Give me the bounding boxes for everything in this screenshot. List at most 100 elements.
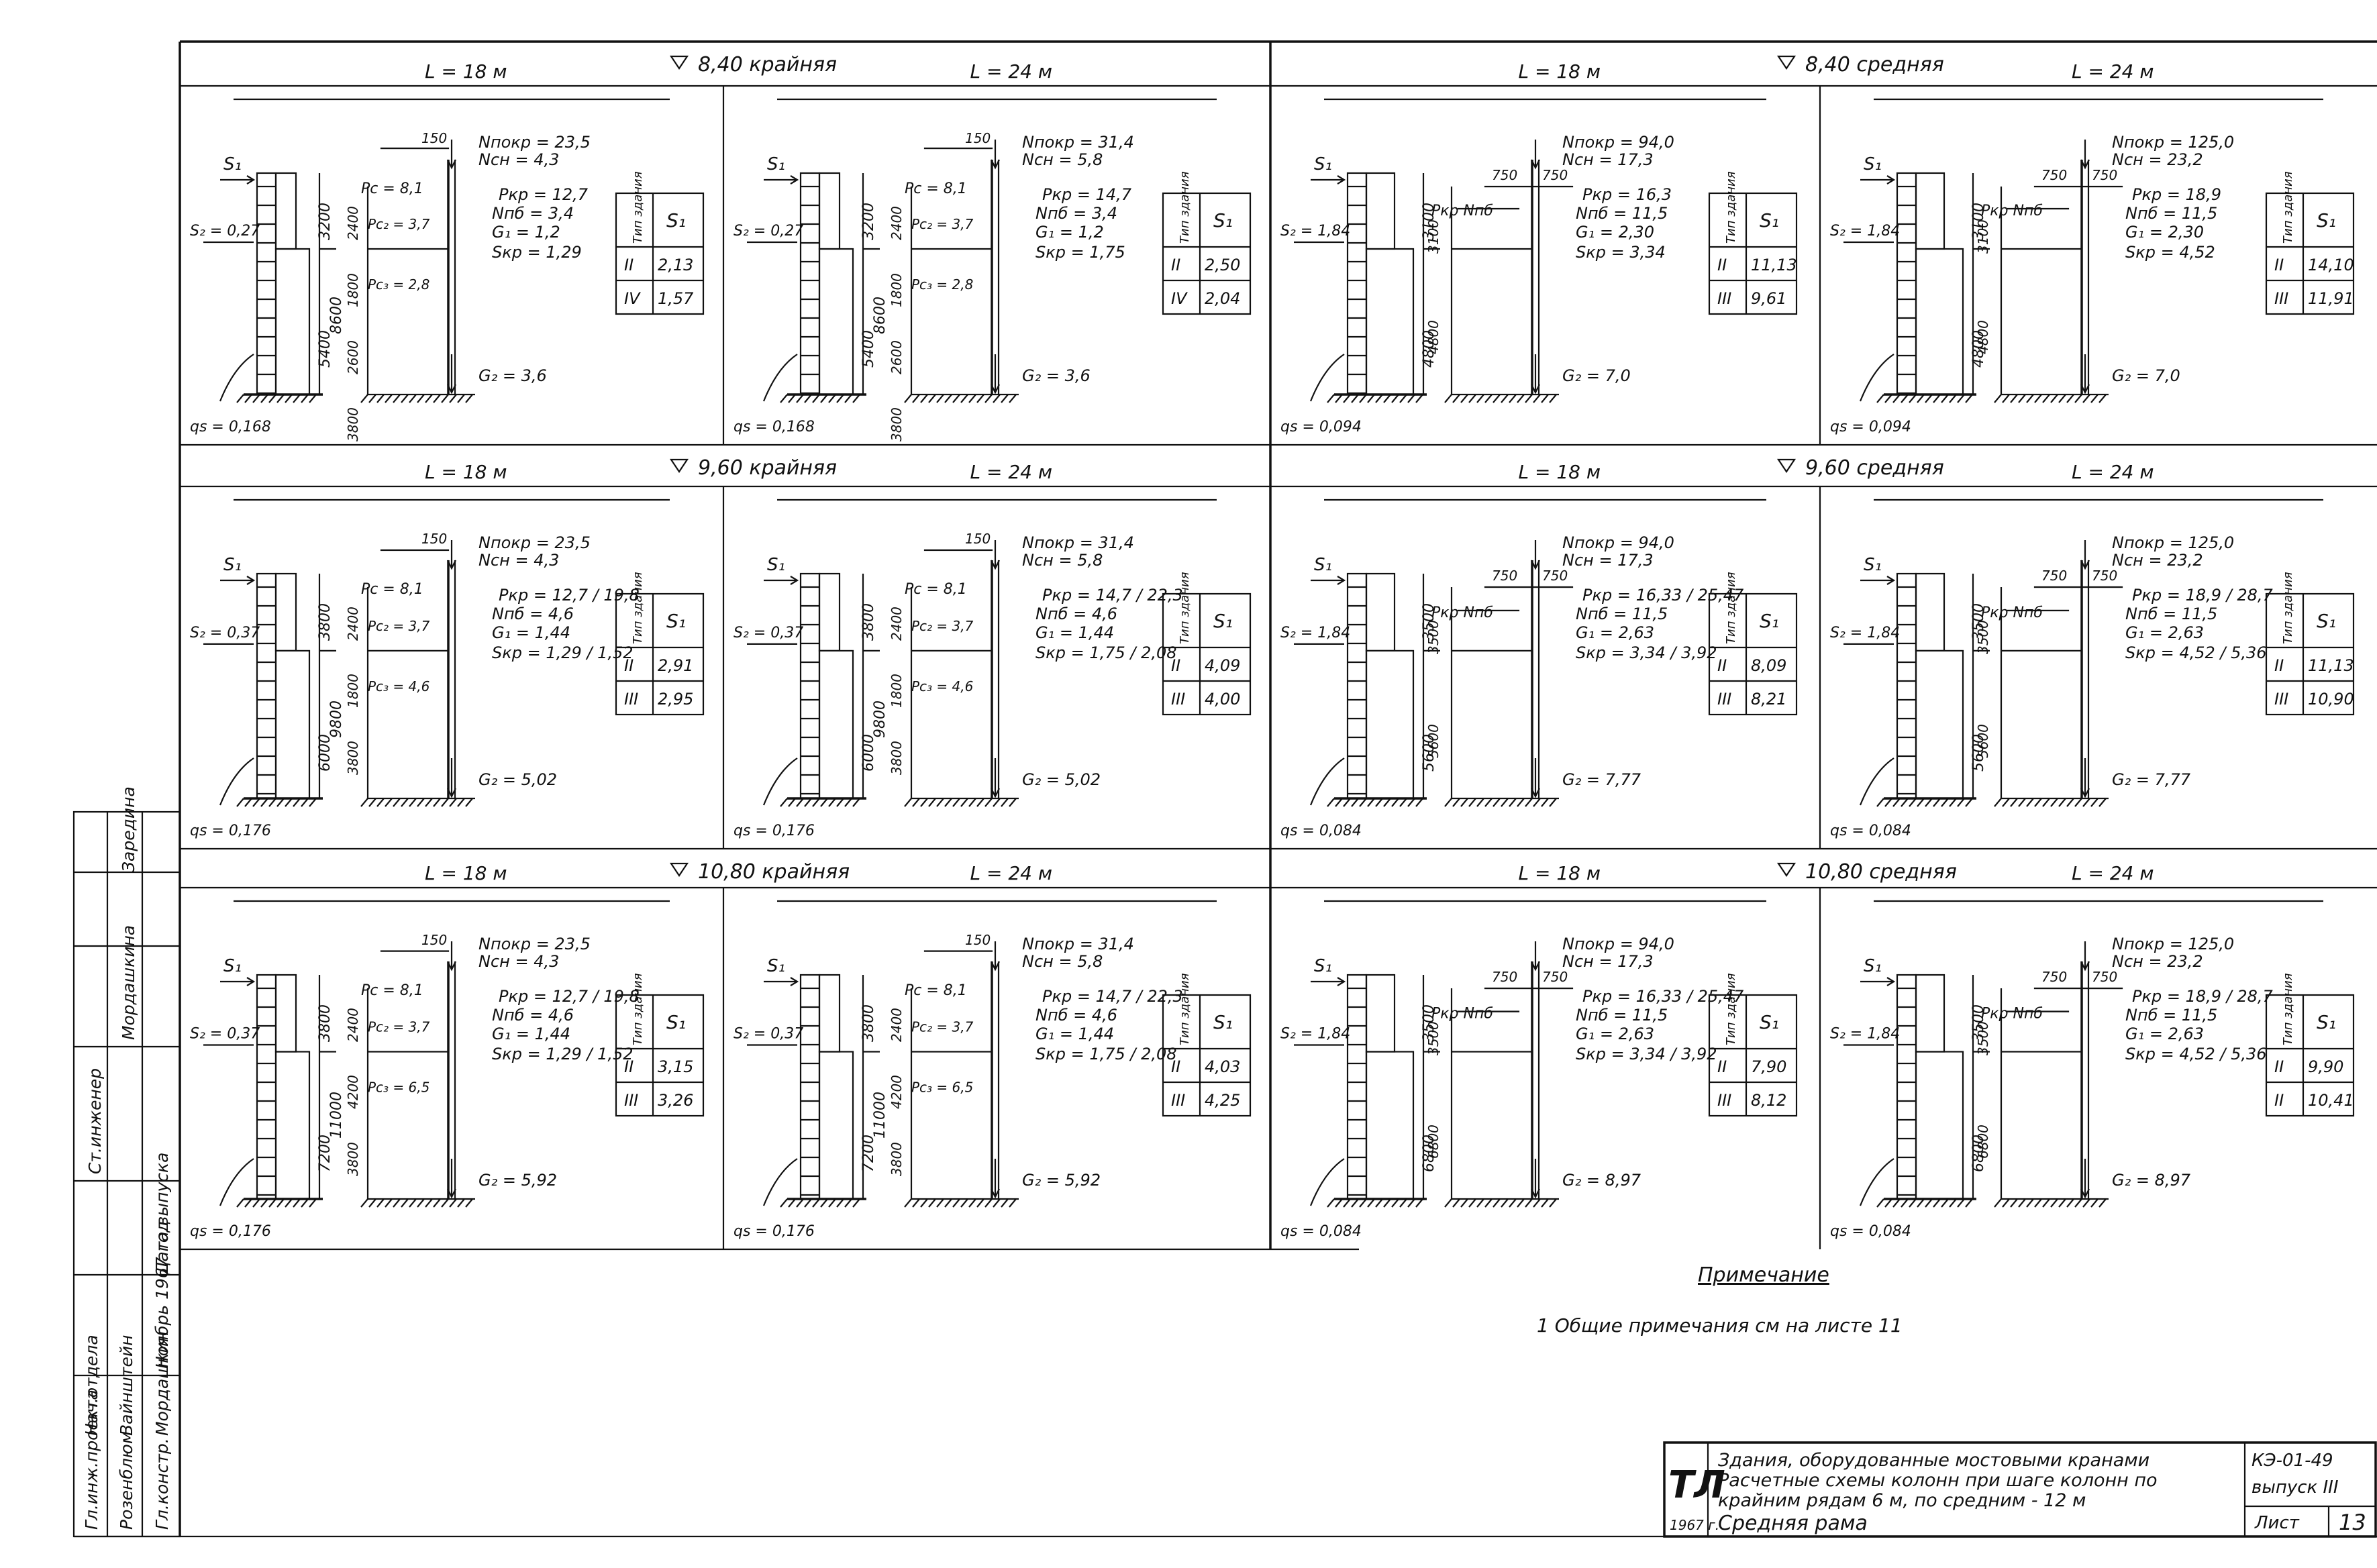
s1-label: S₁ (1864, 956, 1882, 976)
offset-b: 750 (2092, 167, 2117, 183)
height-total: 11000 (872, 1092, 889, 1139)
table-cell-s1: 9,61 (1751, 289, 1786, 308)
load-arrow-icon (447, 159, 456, 170)
n-snow: Nсн = 4,3 (478, 952, 559, 971)
column-upper (1915, 172, 1945, 250)
pc3-load: Pc₃ = 2,8 (911, 276, 973, 293)
s-crane: Sкр = 1,75 (1035, 243, 1125, 262)
stamp-title-4: Средняя рама (1718, 1512, 1868, 1535)
table-header-type: Тип здания (2281, 572, 2295, 644)
n-roof: Nпокр = 23,5 (478, 533, 591, 552)
table-cell-type: II (2274, 256, 2284, 274)
s1-table (1162, 994, 1252, 1117)
g1-weight: G₁ = 2,30 (2125, 223, 2204, 242)
table-cell-type: IV (1171, 289, 1188, 308)
table-header-s1: S₁ (666, 209, 686, 231)
eccentricity: 150 (421, 531, 447, 547)
g1-weight: G₁ = 1,44 (1035, 623, 1114, 642)
pc2-load: Pc₂ = 3,7 (911, 216, 974, 232)
offset-b: 750 (1542, 568, 1568, 584)
s1-label: S₁ (767, 555, 785, 575)
wind-curve (1859, 1158, 1894, 1206)
load-arrow-icon (991, 1188, 1000, 1199)
span-label: L = 24 м (970, 461, 1053, 483)
table-header-type: Тип здания (631, 572, 645, 644)
table-cell-s1: 4,00 (1205, 690, 1240, 709)
span-label: L = 24 м (970, 862, 1053, 884)
n-snow: Nсн = 23,2 (2112, 551, 2203, 570)
pc1-load: Pc = 8,1 (361, 581, 423, 598)
s-crane: Sкр = 1,75 / 2,08 (1035, 643, 1177, 662)
arrow-icon (790, 576, 799, 585)
table-cell-s1: 3,26 (658, 1091, 693, 1110)
table-cell-s1: 4,03 (1205, 1057, 1240, 1076)
level-title: 10,80 средняя (1805, 860, 1957, 884)
note-block: Примечание 1 Общие примечания см на лист… (1537, 1263, 1903, 1337)
wind-curve (219, 354, 254, 402)
table-header-type: Тип здания (1724, 973, 1738, 1045)
p-crane: Pкр = 16,33 / 25,47 (1582, 586, 1744, 605)
table-cell-type: II (1171, 656, 1180, 675)
s1-table (2265, 994, 2355, 1117)
g1-weight: G₁ = 2,63 (2125, 623, 2204, 642)
side-stamp-date: Ноябрь 1967 год (152, 1221, 172, 1369)
column-lower (818, 248, 854, 396)
table-header-type: Тип здания (1178, 572, 1192, 644)
s1-table (1708, 994, 1798, 1117)
crane-load-label: Pкр Nпб (1431, 203, 1493, 219)
load-arrow-icon (1531, 1188, 1540, 1199)
p-crane: Pкр = 18,9 / 28,7 (2132, 987, 2274, 1006)
column-lower (274, 248, 311, 396)
height-bottom-2: 6800 (1975, 1125, 1991, 1159)
pc2-load: Pc₂ = 3,7 (368, 216, 430, 232)
s1-label: S₁ (223, 555, 242, 575)
side-stamp-role-2: Гл.констр. (152, 1438, 172, 1530)
wind-curve (219, 1158, 254, 1206)
load-arrow-icon (991, 961, 1000, 972)
span-label: L = 18 м (425, 60, 507, 83)
side-stamp-name-1: Вайнштейн (117, 1335, 136, 1436)
height-total: 8600 (328, 297, 345, 334)
table-header-type: Тип здания (1724, 572, 1738, 644)
load-arrow-icon (1531, 788, 1540, 798)
offset-a: 750 (1492, 568, 1517, 584)
s2-label: S₂ = 1,84 (1830, 223, 1900, 240)
load-arrow-icon (1531, 560, 1540, 570)
s2-label: S₂ = 0,37 (734, 625, 803, 641)
wall-elevation (1346, 572, 1368, 800)
g1-weight: G₁ = 2,30 (1576, 223, 1654, 242)
n-roof: Nпокр = 125,0 (2112, 533, 2234, 552)
g2-weight: G₂ = 5,02 (1022, 770, 1101, 789)
load-arrow-icon (991, 788, 1000, 798)
pc3-load: Pc₃ = 6,5 (911, 1080, 973, 1096)
stamp-title-3: крайним рядам 6 м, по средним - 12 м (1718, 1490, 2086, 1511)
table-cell-s1: 4,25 (1205, 1091, 1240, 1110)
n-brake: Nпб = 4,6 (492, 605, 574, 623)
table-header-type: Тип здания (1178, 171, 1192, 244)
s1-table (1708, 192, 1798, 315)
column-upper (274, 572, 297, 652)
column-lower (1915, 649, 1964, 800)
dimension: 2600 (345, 340, 361, 374)
s2-label: S₂ = 0,37 (190, 1026, 260, 1043)
s1-table (2265, 592, 2355, 716)
load-arrow-icon (2080, 1188, 2090, 1199)
table-header-s1: S₁ (1213, 1011, 1233, 1033)
pc2-load: Pc₂ = 3,7 (368, 1019, 430, 1035)
dimension: 2400 (345, 206, 361, 240)
side-stamp-name-5: Мордашкина (119, 925, 138, 1040)
table-cell-s1: 2,13 (658, 256, 693, 274)
load-arrow-icon (447, 788, 456, 798)
table-cell-s1: 2,95 (658, 690, 693, 709)
wall-elevation (799, 572, 821, 800)
offset-a: 750 (1492, 969, 1517, 985)
height-bottom-2: 5600 (1975, 724, 1991, 758)
wind-curve (762, 354, 798, 402)
p-crane: Pкр = 14,7 / 22,3 (1042, 987, 1183, 1006)
n-roof: Nпокр = 23,5 (478, 133, 591, 152)
side-stamp-name-2: Мордашкин (152, 1331, 172, 1436)
s-crane: Sкр = 3,34 / 3,92 (1576, 643, 1717, 662)
